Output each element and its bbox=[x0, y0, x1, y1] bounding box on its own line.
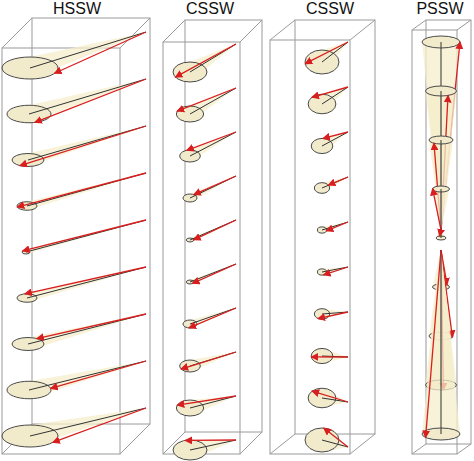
cone bbox=[7, 361, 146, 399]
cone bbox=[173, 440, 236, 460]
cone bbox=[176, 88, 236, 122]
cone bbox=[17, 267, 146, 302]
cone bbox=[305, 42, 348, 74]
cone bbox=[173, 44, 236, 82]
cone bbox=[12, 126, 146, 167]
cone bbox=[22, 220, 146, 254]
cone bbox=[180, 352, 236, 372]
panel-title: HSSW bbox=[37, 0, 117, 18]
panel-title: PSSW bbox=[400, 0, 474, 18]
cone bbox=[317, 267, 348, 275]
cone bbox=[17, 173, 146, 210]
cone bbox=[308, 388, 348, 408]
cone bbox=[186, 220, 236, 242]
cone bbox=[12, 314, 146, 351]
cone bbox=[183, 176, 236, 202]
cone bbox=[2, 32, 146, 79]
cone bbox=[314, 309, 348, 320]
cone bbox=[2, 408, 146, 447]
cone bbox=[317, 222, 348, 233]
panel-title: CSSW bbox=[170, 0, 250, 18]
cone bbox=[422, 250, 460, 440]
cone bbox=[308, 87, 348, 114]
cone bbox=[180, 132, 236, 162]
cone bbox=[311, 348, 348, 363]
cone bbox=[186, 264, 236, 284]
cone bbox=[433, 186, 450, 230]
cone bbox=[436, 230, 446, 240]
cone bbox=[311, 132, 348, 154]
cone bbox=[429, 136, 453, 230]
cone bbox=[422, 36, 460, 230]
cone bbox=[314, 177, 348, 193]
cone bbox=[426, 86, 457, 230]
cone bbox=[176, 396, 236, 416]
cone bbox=[305, 428, 348, 452]
panel-title: CSSW bbox=[290, 0, 370, 18]
cone bbox=[7, 79, 146, 123]
cone bbox=[183, 308, 236, 328]
